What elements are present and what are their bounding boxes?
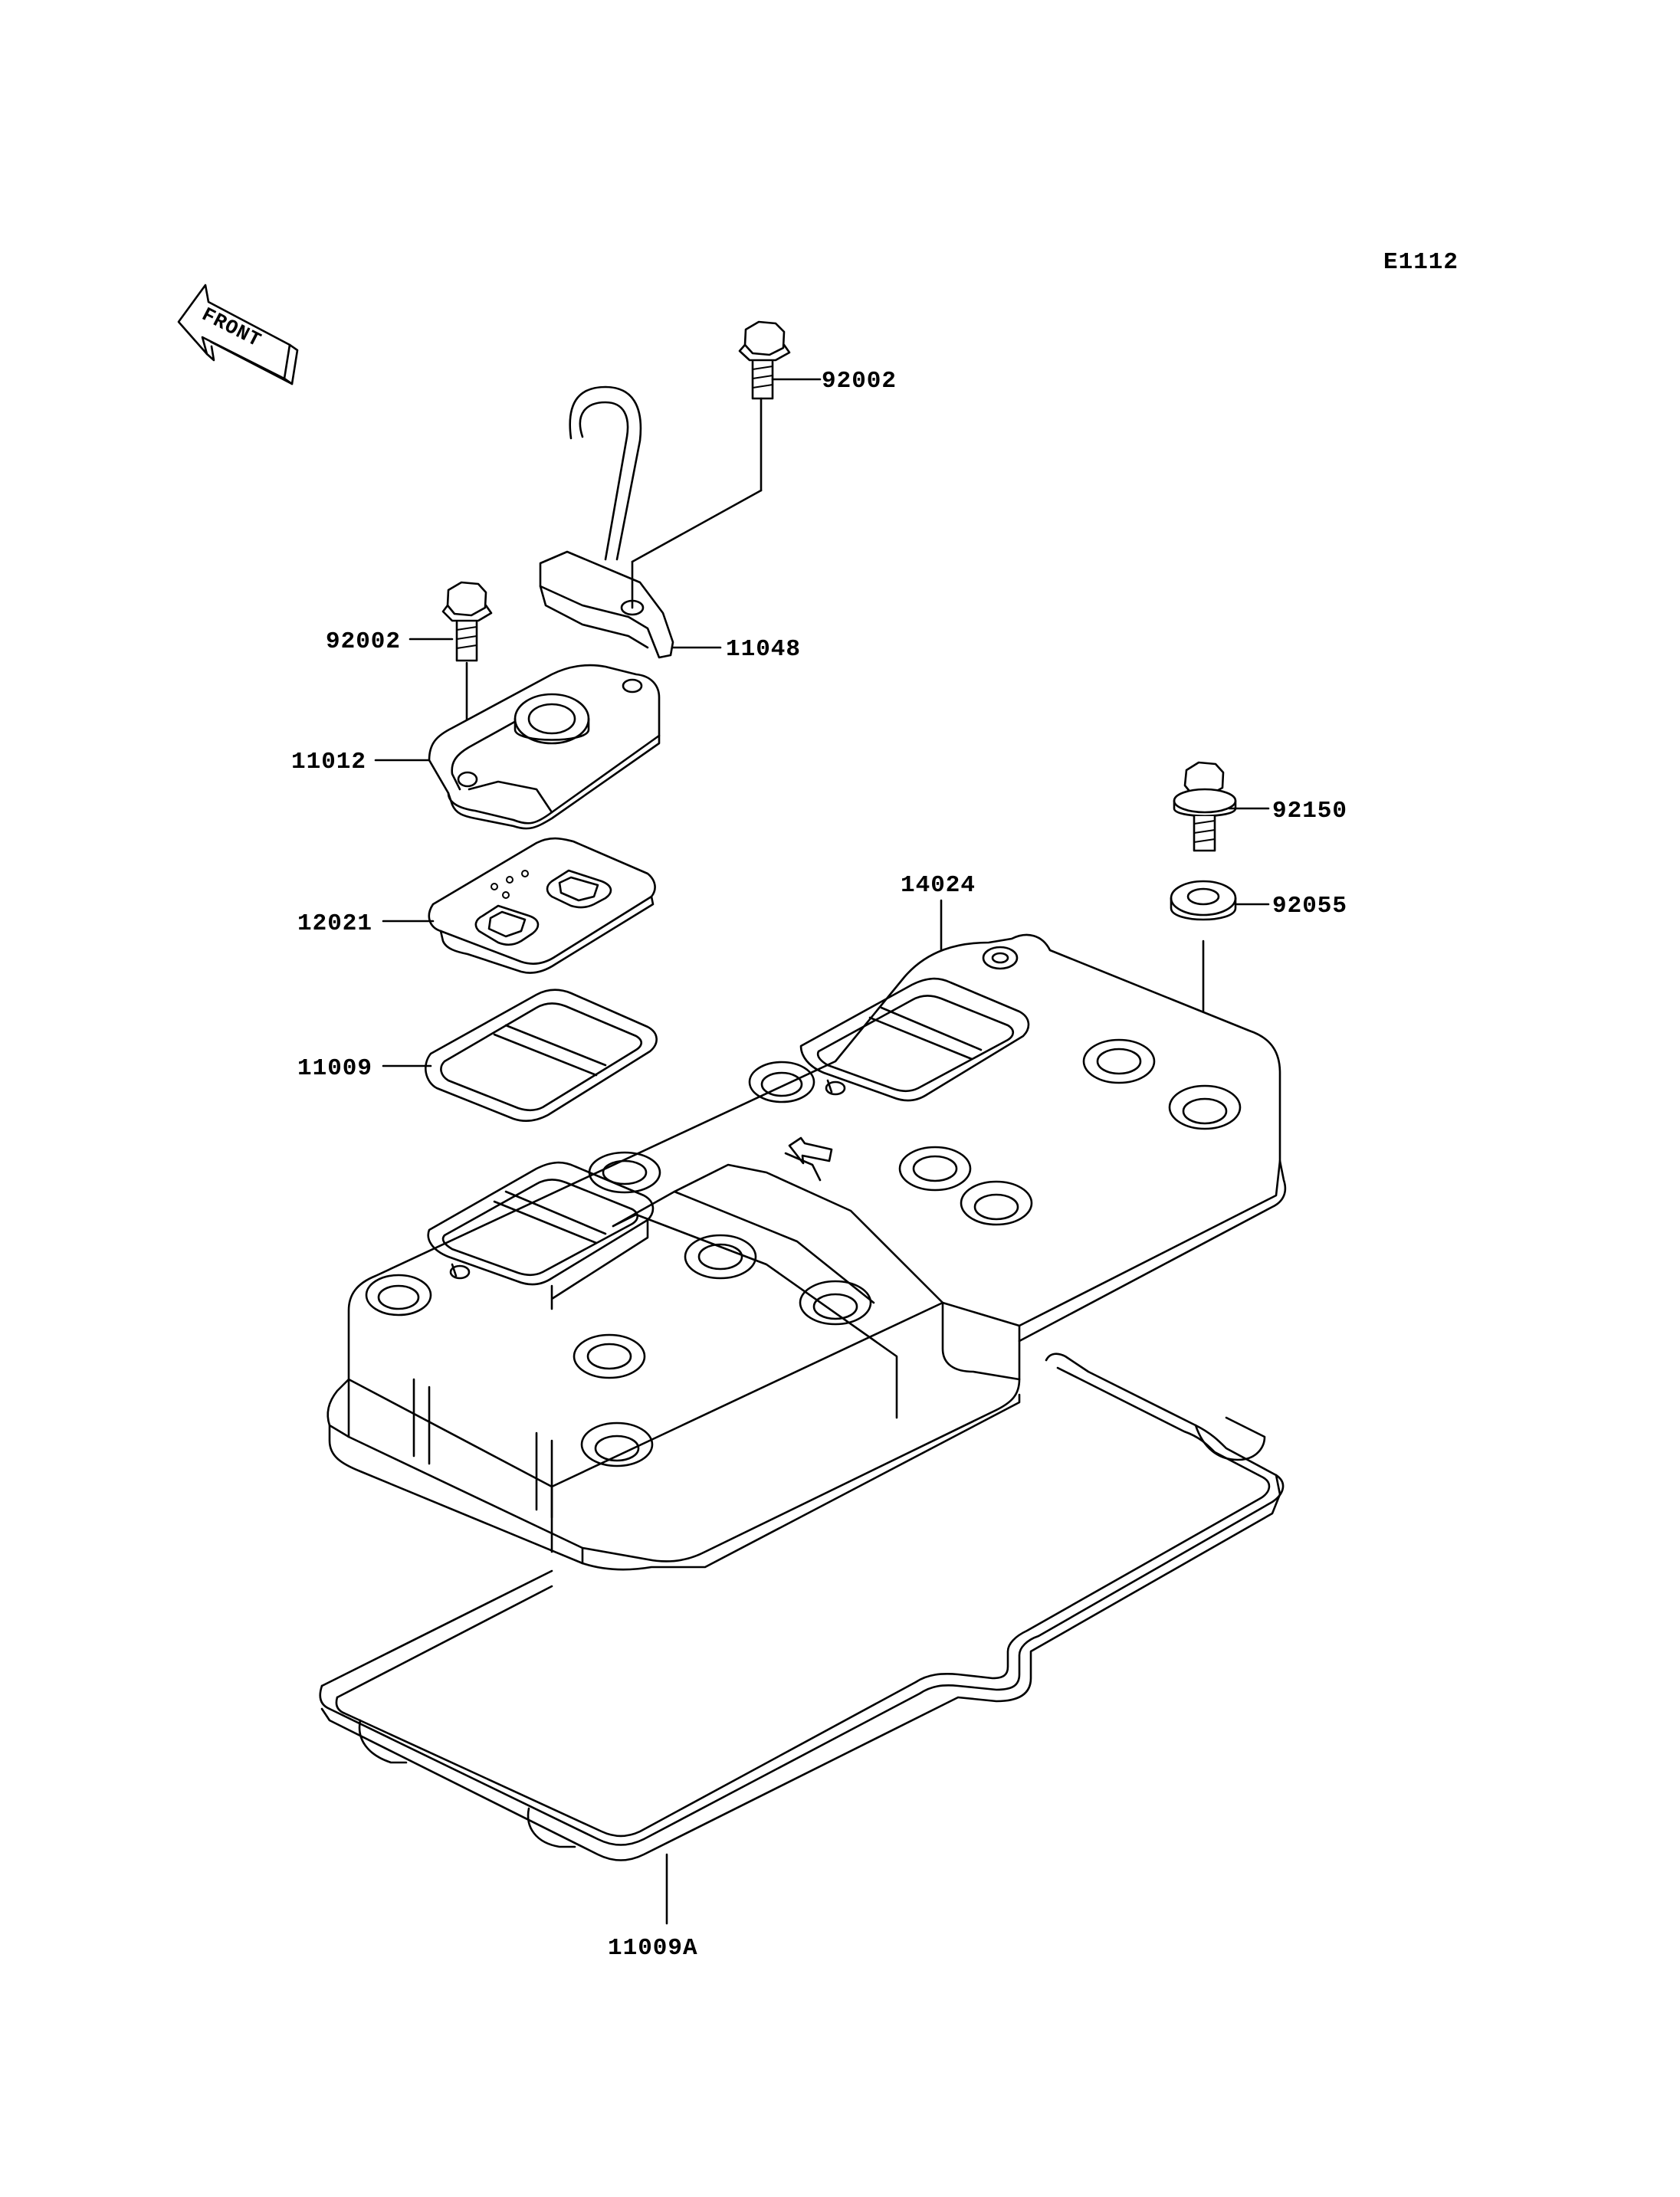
label-14024: 14024 xyxy=(901,872,976,899)
label-92055: 92055 xyxy=(1272,893,1347,920)
washer-icon xyxy=(1170,880,1237,921)
bolt-flange-icon xyxy=(1173,761,1237,852)
cylinder-head-cover-icon xyxy=(326,933,1287,1571)
bolt-left-icon xyxy=(441,581,493,662)
gasket-icon xyxy=(425,989,658,1123)
label-11009A: 11009A xyxy=(608,1935,698,1962)
label-92150: 92150 xyxy=(1272,798,1347,825)
boss-group xyxy=(365,1038,1242,1467)
label-11012: 11012 xyxy=(291,749,366,776)
label-11048: 11048 xyxy=(726,636,801,663)
reed-plate-icon xyxy=(428,837,656,974)
diagram-code: E1112 xyxy=(1383,249,1459,276)
bracket-icon xyxy=(539,385,674,659)
label-92002-top: 92002 xyxy=(822,368,897,395)
front-arrow-icon: FRONT xyxy=(177,284,299,385)
cover-icon xyxy=(428,664,661,830)
bolt-top-icon xyxy=(738,320,791,400)
label-92002-left: 92002 xyxy=(326,628,401,655)
head-cover-gasket-icon xyxy=(319,1353,1285,1861)
label-11009: 11009 xyxy=(297,1055,372,1082)
label-12021: 12021 xyxy=(297,910,372,937)
